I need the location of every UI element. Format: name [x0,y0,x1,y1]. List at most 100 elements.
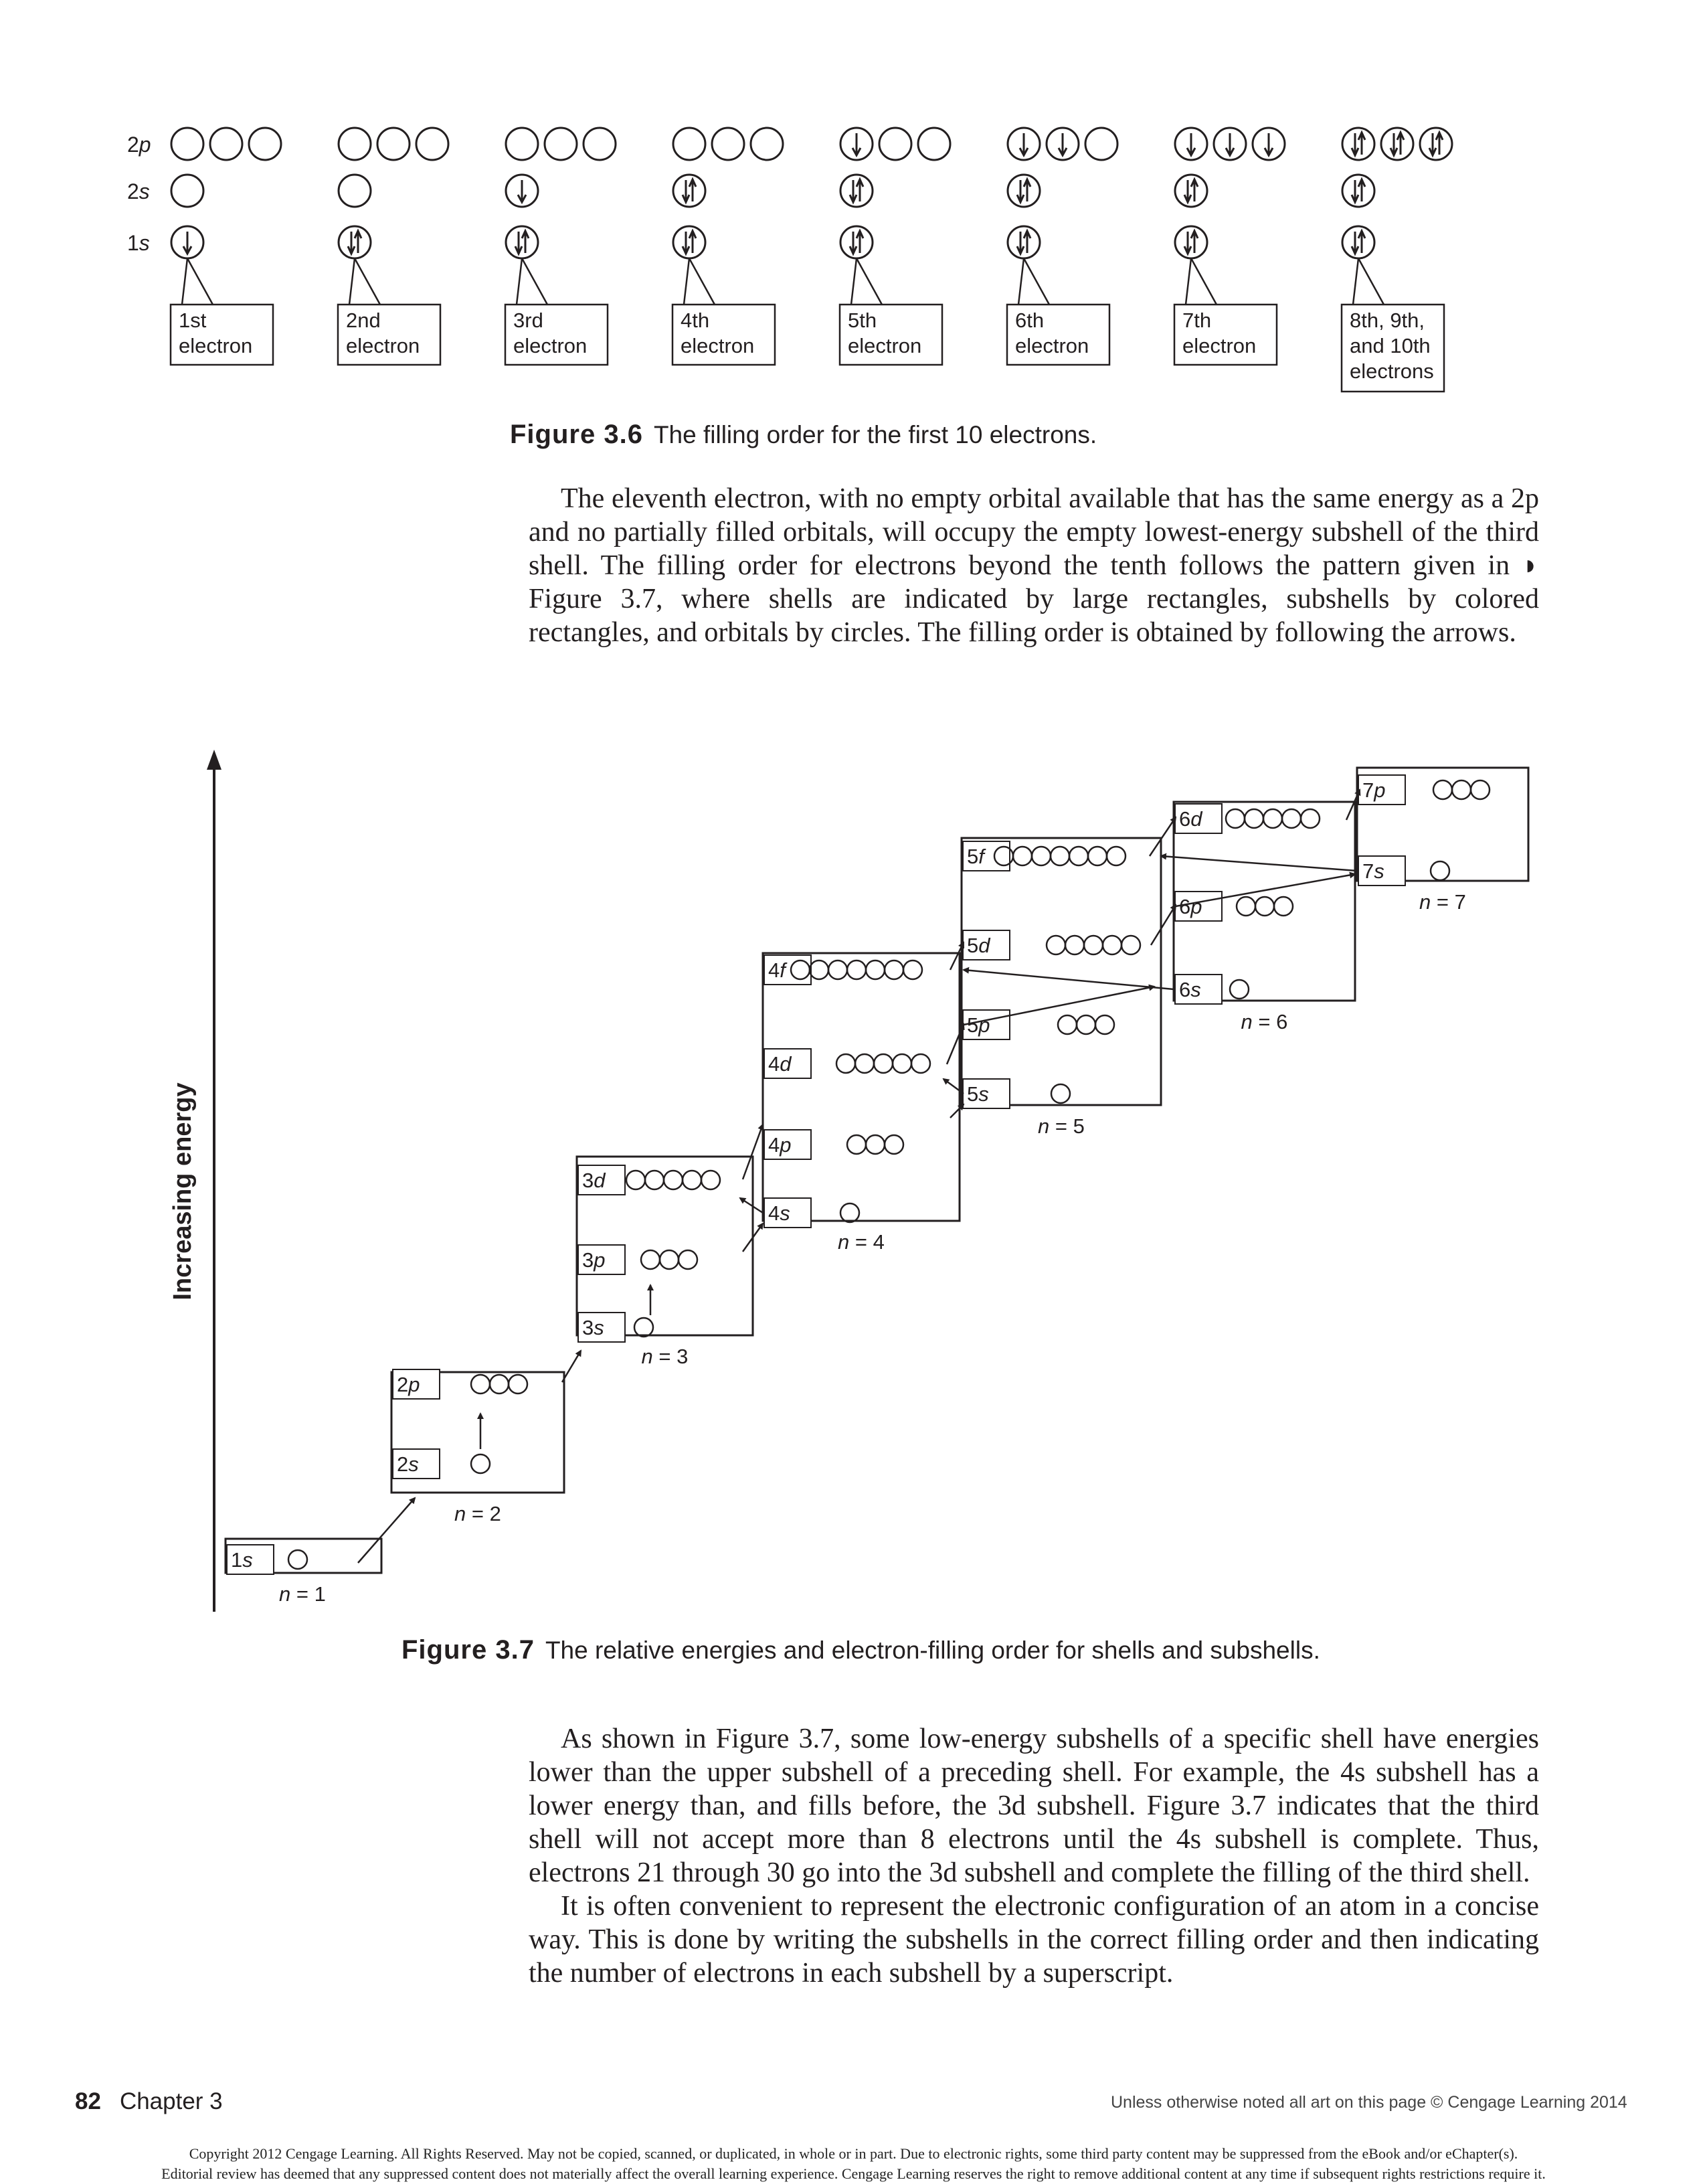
orbital-circle [470,1453,491,1475]
shell-n-label: n = 1 [279,1582,326,1606]
orbital-2s [505,173,539,208]
subshell-2s: 2s [392,1448,491,1479]
subshell-label: 7p [1362,778,1386,802]
subshell-6p: 6p [1174,891,1294,922]
orbital-2p-3 [1084,127,1119,161]
energy-axis-label: Increasing energy [169,1082,197,1300]
callout-label-line: electron [848,334,921,357]
arrow-6p-to-7s [1175,871,1356,908]
callout-pointer [348,258,381,305]
arrow-1s-to-2s [357,1497,416,1564]
arrow-6s-to-4f [962,967,1174,991]
orbital-2s [1174,173,1208,208]
orbital-2s [839,173,874,208]
arrow-5s-to-4d [942,1078,964,1095]
subshell-label: 4d [768,1052,792,1076]
orbital-circle [1094,1014,1115,1035]
callout-label-line: electron [1182,334,1256,357]
callout-label-line: electron [513,334,587,357]
orbital-circle [839,1202,861,1224]
callout-box [169,303,274,366]
callout-pointer [1017,258,1051,305]
subshell-label: 5f [967,845,986,868]
subshell-5f: 5f [962,841,1127,871]
subshell-label: 2s [397,1452,419,1476]
arrow-5d-to-6p [1150,904,1177,946]
orbital-circle [902,959,923,981]
orbital-2p-3 [582,127,617,161]
subshell-4p: 4p [763,1129,905,1160]
orbital-circle [1120,934,1142,956]
callout-label-line: 4th [681,309,709,332]
arrow-4s-to-3d [739,1197,763,1214]
orbital-2p-2 [1380,127,1415,161]
orbital-2s [337,173,372,208]
callout-label-line: 6th [1015,309,1044,332]
callout-box [1340,303,1445,393]
callout-label-line: and 10th [1350,334,1431,357]
arrow-5f-to-6d [1148,816,1177,857]
orbital-2p-1 [1006,127,1041,161]
orbital-2p-3 [415,127,450,161]
arrow-6d-to-7p [1345,788,1361,821]
subshell-label: 5d [967,934,991,957]
orbital-circle [507,1373,529,1395]
orbital-circle [1299,808,1321,829]
subshell-label: 6s [1179,978,1201,1001]
chapter-label: Chapter 3 [119,2088,223,2114]
subshell-label: 3d [582,1169,606,1192]
orbital-1s [1174,225,1208,260]
orbital-2p-1 [672,127,707,161]
subshell-3d: 3d [577,1165,721,1195]
art-credit: Unless otherwise noted all art on this p… [1111,2093,1627,2112]
orbital-1s [337,225,372,260]
subshell-2p: 2p [392,1369,529,1400]
shell-1: 1sn = 1 [224,1537,383,1606]
row-label-2s: 2s [127,179,150,203]
orbital-2p-2 [711,127,745,161]
page-footer: 82 Chapter 3 [75,2088,223,2115]
subshell-7s: 7s [1358,855,1451,886]
orbital-2p-1 [1341,127,1376,161]
orbital-1s [672,225,707,260]
subshell-label: 4p [768,1133,792,1157]
orbital-2s [170,173,205,208]
paragraph-1-text: The eleventh electron, with no empty orb… [529,483,1539,648]
arrow-7s-to-5f [1160,853,1358,872]
orbital-circle [1050,1083,1071,1104]
page-number: 82 [75,2088,101,2114]
orbital-2p-2 [1212,127,1247,161]
orbital-circle [633,1317,654,1338]
orbital-1s [505,225,539,260]
orbital-2p-1 [505,127,539,161]
subshell-label: 4s [768,1201,790,1225]
callout-label-line: 3rd [513,309,543,332]
subshell-4s: 4s [763,1197,861,1228]
orbital-circle [287,1549,308,1570]
subshell-label: 4f [768,958,788,982]
figure-3-6-caption-text: The filling order for the first 10 elect… [653,421,1097,448]
callout-box [671,303,776,366]
arrow-5p-to-6s [963,984,1156,1026]
callout-pointer [1352,258,1385,305]
shell-box [761,952,961,1222]
callout-label-line: 7th [1182,309,1211,332]
subshell-3s: 3s [577,1312,654,1343]
subshell-6d: 6d [1174,803,1321,834]
orbital-circle [1229,979,1250,1000]
callout-label-line: 2nd [346,309,381,332]
callout-pointer [683,258,716,305]
orbital-1s [1006,225,1041,260]
